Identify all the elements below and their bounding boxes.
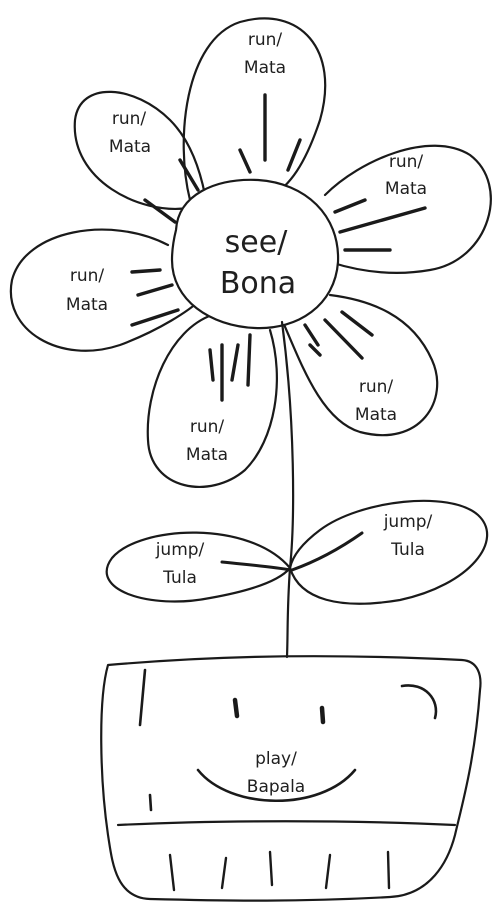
petal-lower-left-label-2: Mata xyxy=(186,445,228,465)
leaf-right xyxy=(288,499,489,605)
petal-lower-right-label-1: run/ xyxy=(359,377,394,397)
petal-lower-right-label-2: Mata xyxy=(355,405,397,425)
petal-upper-right xyxy=(323,144,492,274)
leaf-right-label-1: jump/ xyxy=(383,512,433,532)
center-label-2: Bona xyxy=(220,266,296,301)
petal-left xyxy=(9,228,202,352)
petal-left-label-2: Mata xyxy=(66,295,108,315)
leaf-left xyxy=(105,531,292,603)
petal-top-label-2: Mata xyxy=(244,58,286,78)
pot-label-2: Bapala xyxy=(247,777,305,797)
leaf-left-label-1: jump/ xyxy=(155,540,205,560)
petal-upper-left xyxy=(73,90,207,224)
stem xyxy=(280,320,295,659)
petal-upper-right-label-1: run/ xyxy=(389,152,424,172)
petal-upper-left-label-2: Mata xyxy=(109,137,151,157)
petal-lower-left xyxy=(146,313,278,488)
petal-upper-left-label-1: run/ xyxy=(112,109,147,129)
petal-top-label-1: run/ xyxy=(248,30,283,50)
petal-top xyxy=(182,17,327,202)
leaf-left-label-2: Tula xyxy=(162,568,197,588)
flower-center xyxy=(170,178,340,330)
petal-lower-right xyxy=(280,293,439,437)
pot xyxy=(100,655,482,902)
petal-left-label-1: run/ xyxy=(70,266,105,286)
center-label-1: see/ xyxy=(225,225,289,260)
leaf-right-label-2: Tula xyxy=(390,540,425,560)
petal-upper-right-label-2: Mata xyxy=(385,179,427,199)
petal-lower-left-label-1: run/ xyxy=(190,417,225,437)
pot-label-1: play/ xyxy=(255,749,297,769)
